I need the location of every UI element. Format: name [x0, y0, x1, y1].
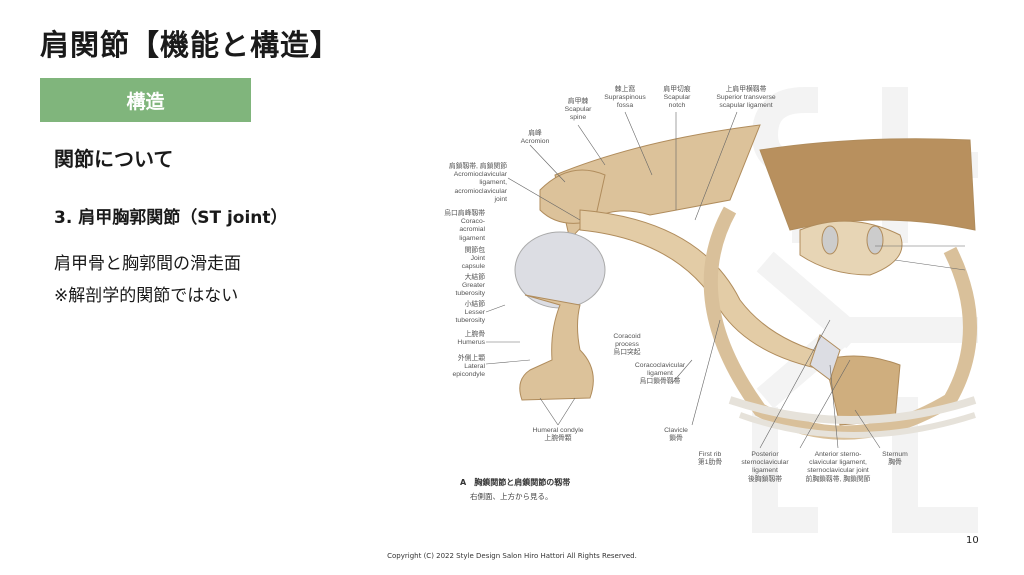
figure-caption-title: A 胸鎖関節と肩鎖関節の靱帯 [460, 478, 571, 487]
subheading: 3. 肩甲胸郭関節（ST joint） [54, 208, 288, 228]
copyright: Copyright (C) 2022 Style Design Salon Hi… [387, 552, 637, 560]
body-line-1: 肩甲骨と胸郭間の滑走面 [54, 254, 241, 274]
label-anterior-sternoclavicular: Anterior sterno-clavicular ligament,ster… [805, 451, 871, 483]
page-number: 10 [966, 535, 979, 546]
body-line-2: ※解剖学的関節ではない [54, 286, 239, 306]
section-heading: 関節について [54, 147, 174, 171]
shoulder-anatomy-illustration [485, 111, 977, 449]
section-banner: 構造 [40, 78, 251, 122]
slide-title: 肩関節【機能と構造】 [40, 28, 341, 62]
figure-caption-sub: 右側面、上方から見る。 [470, 492, 553, 501]
